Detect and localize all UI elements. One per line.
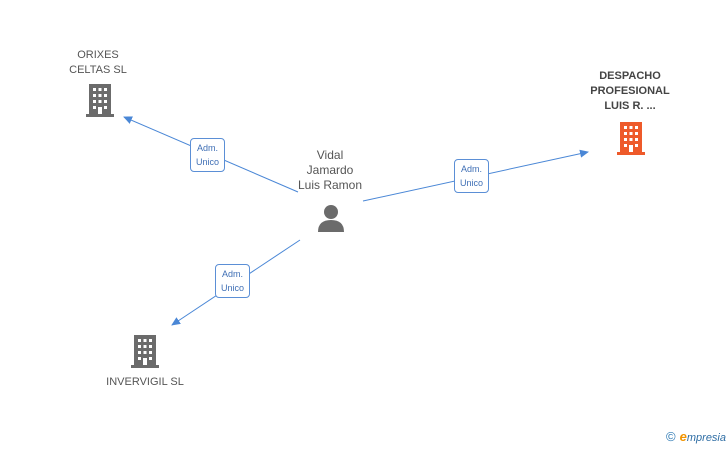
person-name[interactable]: Vidal Jamardo Luis Ramon <box>297 148 363 192</box>
brand-logo: empresia <box>680 429 726 444</box>
brand-initial: e <box>679 429 687 444</box>
role-badge-invervigil[interactable]: Adm. Unico <box>215 264 251 298</box>
company-name-despacho[interactable]: DESPACHO PROFESIONAL LUIS R. ... <box>590 70 670 112</box>
company-name-invervigil[interactable]: INVERVIGIL SL <box>106 376 184 388</box>
copyright-symbol: © <box>666 429 676 444</box>
brand-name: mpresia <box>686 432 726 444</box>
role-badge-despacho[interactable]: Adm. Unico <box>454 159 490 193</box>
role-badge-orixes[interactable]: Adm. Unico <box>190 138 226 172</box>
person-icon[interactable] <box>318 205 344 232</box>
footer-brand: © empresia <box>666 429 726 444</box>
company-name-orixes[interactable]: ORIXES CELTAS SL <box>69 49 127 76</box>
